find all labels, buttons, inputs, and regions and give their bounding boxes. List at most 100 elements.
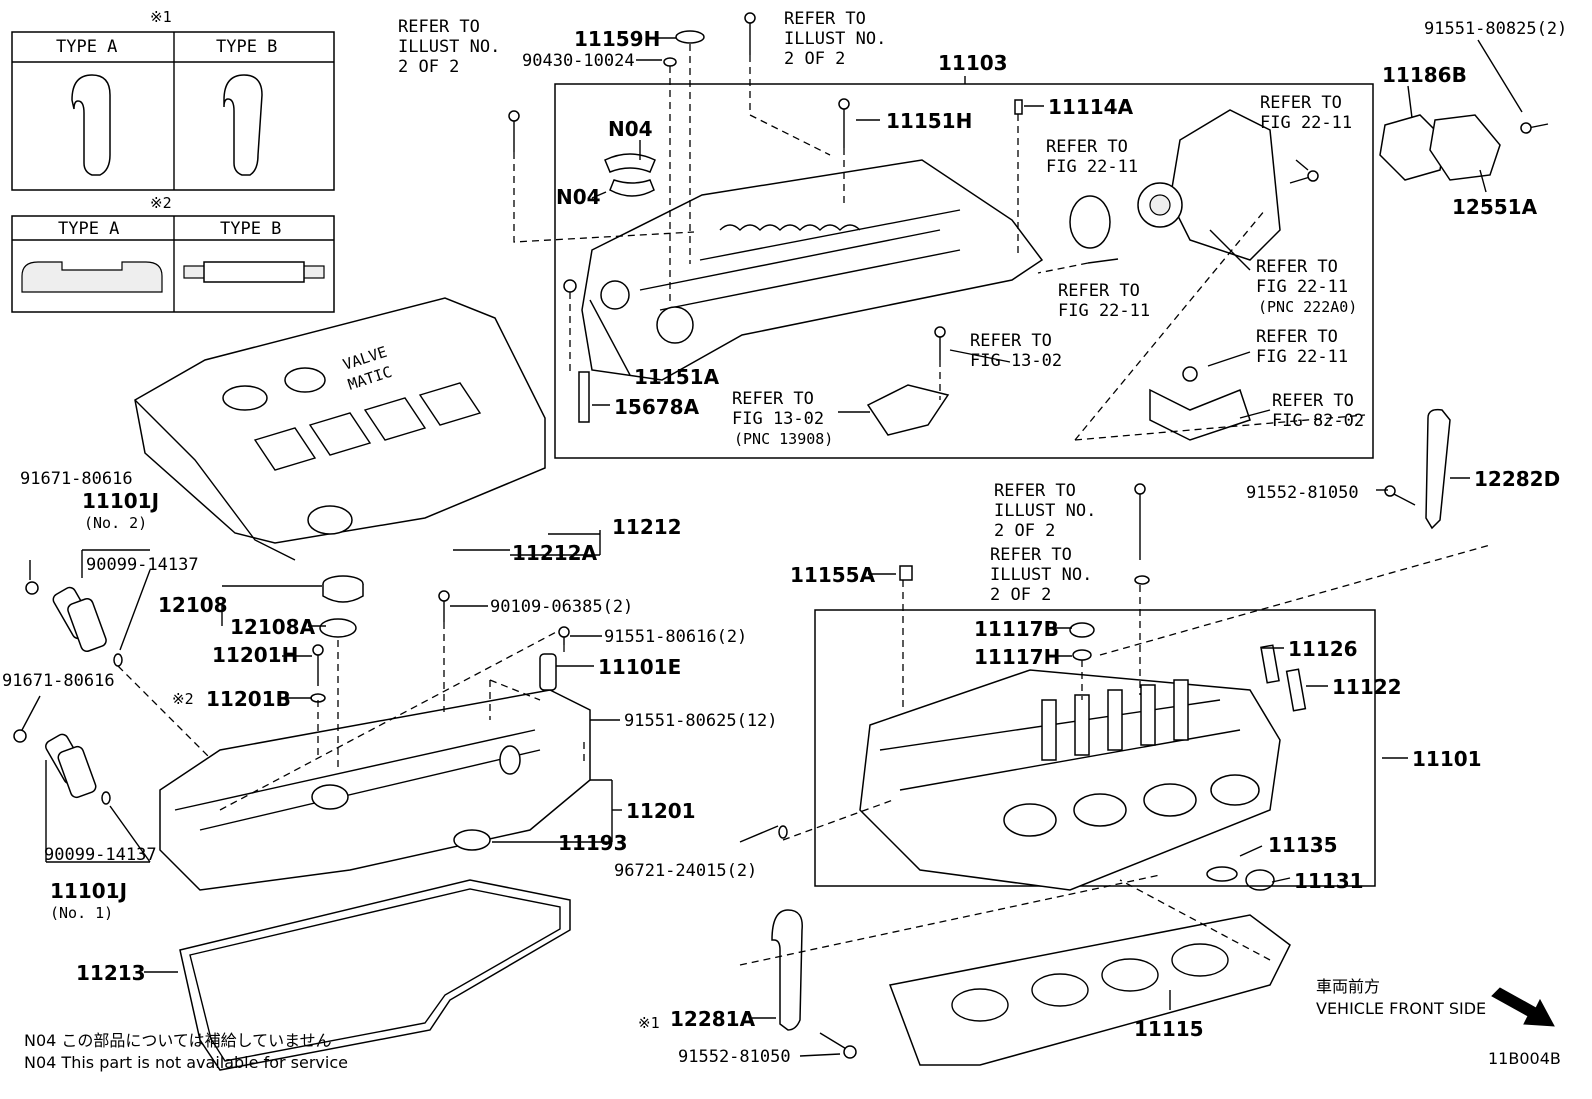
front-jp: 車両前方 [1316,977,1380,996]
valve-cover [159,689,591,891]
ocv-valves [13,581,123,805]
valve-cover-gasket-icon [179,879,571,1071]
label-11117B: 11117B [974,617,1059,641]
table-1-col-b: TYPE B [216,37,277,57]
leader-lines [21,37,1523,1057]
bracket-13908-icon [866,384,950,436]
label-12282D: 12282D [1474,467,1560,491]
label-96721-24015: 96721-24015(2) [614,861,757,881]
ref-fig-2211-e-l1: REFER TO [1256,327,1338,347]
ref-illust-2-l1: REFER TO [784,9,866,29]
ref-fig-1302-a-l1: REFER TO [970,331,1052,351]
ref-pnc-13908: (PNC 13908) [734,430,833,448]
ref-fig-1302-a-l2: FIG 13-02 [970,351,1062,371]
label-11101E: 11101E [598,655,681,679]
ref-illust-4-l3: 2 OF 2 [990,585,1051,605]
label-91551-80625: 91551-80625(12) [624,711,778,731]
label-11126: 11126 [1288,637,1358,661]
label-90430-10024: 90430-10024 [522,51,635,71]
table-2-mark: ※2 [150,194,172,212]
ref-illust-3-l1: REFER TO [994,481,1076,501]
table-2-col-a: TYPE A [58,219,119,239]
oil-cap [319,575,364,638]
label-15678A: 15678A [614,395,700,419]
ref-illust-1-l3: 2 OF 2 [398,57,459,77]
label-12108: 12108 [158,593,228,617]
note-en: N04 This part is not available for servi… [24,1053,348,1072]
label-N04-a: N04 [608,117,653,141]
label-11101: 11101 [1412,747,1482,771]
label-11151H: 11151H [886,109,972,133]
label-no2: (No. 2) [84,514,147,532]
camshaft-housing [581,159,1044,381]
label-mark1: ※1 [638,1014,660,1032]
cylinder-head-box [814,609,1376,887]
lift-hook-12281a-icon [771,909,803,1031]
plate-11186b-icon [1379,114,1446,181]
hook-type-a-icon [71,74,111,176]
ref-fig-2211-c-l2: FIG 22-11 [1256,277,1348,297]
label-12281A: 12281A [670,1007,756,1031]
label-91551-80616: 91551-80616(2) [604,627,747,647]
guide-lines [117,44,1491,966]
label-90109-06385: 90109-06385(2) [490,597,633,617]
label-11212: 11212 [612,515,682,539]
label-11101J-no2: 11101J [82,489,159,513]
label-11193: 11193 [558,831,628,855]
lift-hook-12282d-icon [1425,408,1451,530]
label-11115: 11115 [1134,1017,1204,1041]
table-2-col-b: TYPE B [220,219,281,239]
bearing-lower-icon [609,179,655,197]
table-1-col-a: TYPE A [56,37,117,57]
label-11201: 11201 [626,799,696,823]
hook-type-b-icon [223,74,263,176]
diagram-code: 11B004B [1488,1049,1561,1068]
label-91671-80616-b: 91671-80616 [2,671,115,691]
plate-12551a-icon [1429,114,1501,181]
ref-fig-2211-b-l1: REFER TO [1046,137,1128,157]
ref-fig-1302-b-l1: REFER TO [732,389,814,409]
ref-fig-1302-b-l2: FIG 13-02 [732,409,824,429]
label-91552-81050-b: 91552-81050 [678,1047,791,1067]
ref-fig-8202-l2: FIG 82-02 [1272,411,1364,431]
label-11155A: 11155A [790,563,876,587]
ref-illust-3-l2: ILLUST NO. [994,501,1096,521]
ref-illust-4-l1: REFER TO [990,545,1072,565]
table-type-2: ※2 TYPE A TYPE B [11,194,335,313]
label-91552-81050-a: 91552-81050 [1246,483,1359,503]
label-11135: 11135 [1268,833,1338,857]
label-11212A: 11212A [512,541,598,565]
ref-fig-2211-d-l1: REFER TO [1058,281,1140,301]
label-11186B: 11186B [1382,63,1467,87]
cylinder-head [859,669,1281,891]
label-11122: 11122 [1332,675,1402,699]
ref-illust-1-l1: REFER TO [398,17,480,37]
sensor-icon [539,653,557,691]
cam-housing-box [554,83,1374,459]
part-labels: 11159H 90430-10024 91551-80825(2) 11186B… [2,19,1567,1067]
label-11159H: 11159H [574,27,660,51]
ref-illust-3-l3: 2 OF 2 [994,521,1055,541]
label-N04-b: N04 [556,185,601,209]
refer-labels: REFER TO ILLUST NO. 2 OF 2 REFER TO ILLU… [398,9,1364,605]
label-11213: 11213 [76,961,146,985]
oring-icon [1069,195,1111,249]
label-11201B: 11201B [206,687,291,711]
ref-fig-2211-b-l2: FIG 22-11 [1046,157,1138,177]
ref-illust-1-l2: ILLUST NO. [398,37,500,57]
ref-fig-2211-a-l2: FIG 22-11 [1260,113,1352,133]
ref-pnc-222a0: (PNC 222A0) [1258,298,1357,316]
label-11117H: 11117H [974,645,1060,669]
ref-illust-4-l2: ILLUST NO. [990,565,1092,585]
head-gasket [888,914,1291,1066]
label-90099-14137-b: 90099-14137 [44,845,157,865]
label-90099-14137-a: 90099-14137 [86,555,199,575]
note-jp: N04 この部品については補給していません [24,1031,332,1050]
label-11114A: 11114A [1048,95,1134,119]
ref-fig-8202-l1: REFER TO [1272,391,1354,411]
ref-fig-2211-a-l1: REFER TO [1260,93,1342,113]
label-12108A: 12108A [230,615,316,639]
label-12551A: 12551A [1452,195,1538,219]
label-91551-80825: 91551-80825(2) [1424,19,1567,39]
